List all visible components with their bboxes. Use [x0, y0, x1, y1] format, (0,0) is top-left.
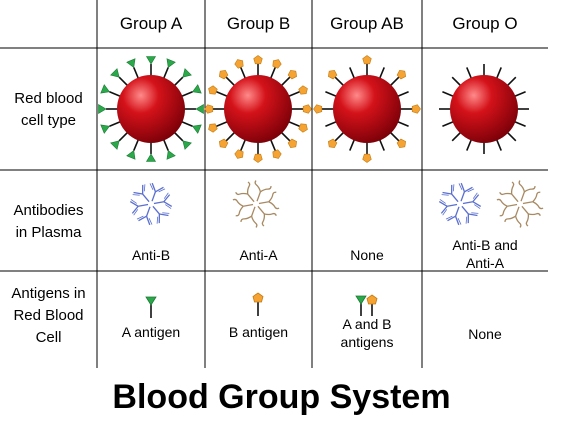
- anti-b-antibody-icon: [438, 182, 482, 226]
- antigen-a-and-b-icon: [355, 294, 378, 316]
- red-blood-cell-o-icon: [439, 64, 529, 154]
- antigen-label-group-b: B antigen: [228, 324, 289, 340]
- row-label-antigens: Antigens in Red Blood Cell: [11, 285, 86, 346]
- red-blood-cell-ab-icon: [313, 55, 421, 163]
- antigen-a-icon: [145, 296, 157, 318]
- anti-b-antibody-icon: [129, 182, 173, 226]
- antigen-label-group-a: A antigen: [121, 324, 181, 340]
- row-label-red-blood-cell: Red blood cell type: [14, 90, 83, 129]
- antibody-label-group-o: Anti-B and Anti-A: [452, 237, 518, 271]
- antigen-label-group-o: None: [468, 326, 502, 342]
- anti-a-antibody-icon: [496, 180, 544, 228]
- red-blood-cell-a-icon: [98, 56, 204, 162]
- antigen-b-icon: [252, 292, 264, 316]
- antibody-label-group-a: Anti-B: [131, 247, 171, 263]
- column-header-group-o: Group O: [452, 14, 518, 33]
- row-label-antibodies: Antibodies in Plasma: [13, 202, 84, 241]
- column-header-group-b: Group B: [226, 14, 291, 33]
- antigen-label-group-ab: A and B antigens: [340, 316, 394, 350]
- column-header-group-a: Group A: [119, 14, 183, 33]
- antibody-label-group-b: Anti-A: [239, 247, 278, 263]
- antibody-label-group-ab: None: [350, 247, 384, 263]
- page-title: Blood Group System: [112, 378, 451, 416]
- red-blood-cell-b-icon: [204, 55, 312, 163]
- anti-a-antibody-icon: [232, 180, 280, 228]
- column-header-group-ab: Group AB: [330, 14, 404, 33]
